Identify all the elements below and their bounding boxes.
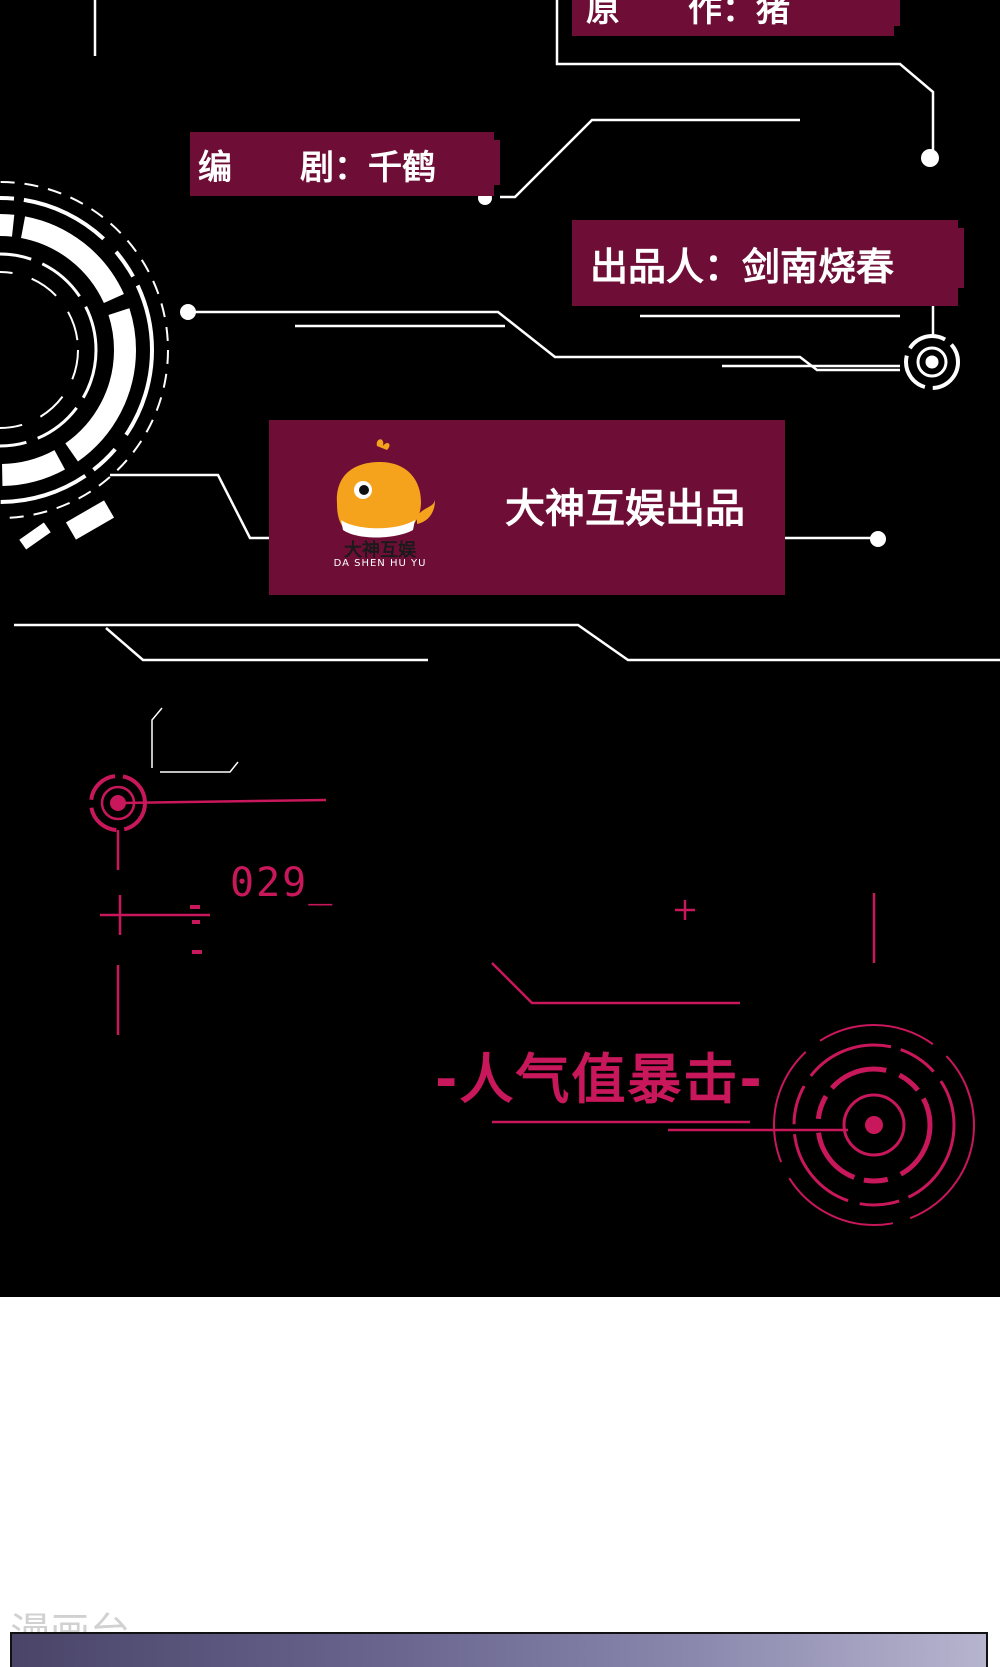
chapter-number: 029_ [230, 860, 335, 906]
publisher-banner: 大神互娱 DA SHEN HU YU 大神互娱出品 [269, 420, 785, 595]
original-author-credit: 原 作：猪 [572, 0, 900, 36]
publisher-label: 大神互娱出品 [505, 486, 745, 532]
logo-text-cn: 大神互娱 [344, 540, 416, 561]
writer-credit: 编 剧：千鹤 [190, 132, 500, 196]
slogan-text: -人气值暴击- [435, 1048, 764, 1111]
hud-lines-decoration [0, 0, 1000, 1226]
next-comic-panel [10, 1632, 988, 1667]
title-panel: 原 作：猪 编 剧：千鹤 出品人：剑南烧春 大神互娱 DA SHEN HU YU… [0, 0, 1000, 1297]
producer-credit: 出品人：剑南烧春 [572, 220, 964, 306]
logo-text-en: DA SHEN HU YU [333, 558, 427, 569]
whale-logo-icon [336, 439, 435, 538]
